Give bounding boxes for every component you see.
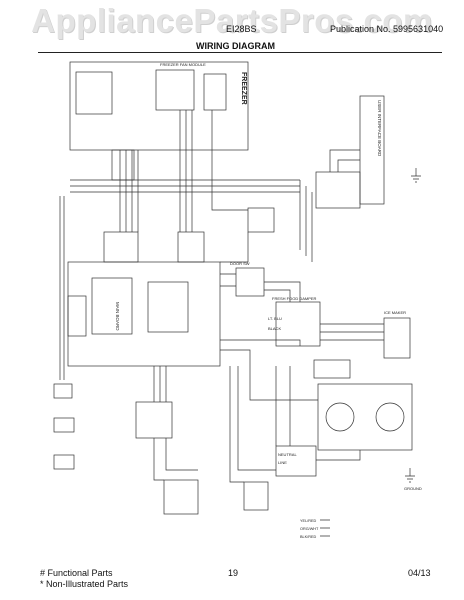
ground-icon bbox=[411, 168, 421, 183]
left-connector-1 bbox=[53, 383, 73, 399]
header-rule bbox=[38, 52, 442, 53]
ice-maker-harness bbox=[313, 359, 351, 379]
damper-connector bbox=[247, 207, 275, 233]
legend-functional-parts: # Functional Parts bbox=[40, 568, 113, 578]
wire-main-down bbox=[153, 366, 167, 402]
page-title: WIRING DIAGRAM bbox=[196, 41, 275, 51]
ground-label: GROUND bbox=[404, 486, 422, 491]
black-wire-label: BLACK bbox=[268, 326, 281, 331]
wire-terminal-light bbox=[316, 450, 361, 461]
wire-harness-top bbox=[70, 179, 300, 193]
legend-non-illustrated-parts: * Non-Illustrated Parts bbox=[40, 579, 129, 589]
left-connector-3 bbox=[53, 454, 75, 470]
main-board-label: MAIN BOARD bbox=[115, 302, 120, 331]
door-switch-label: DOOR SW bbox=[230, 261, 250, 266]
wire-ui-board bbox=[329, 149, 360, 172]
wire-power-path bbox=[229, 366, 276, 483]
ice-maker-label: ICE MAKER bbox=[384, 310, 406, 315]
page-number: 19 bbox=[228, 568, 239, 578]
wire-neutral-drop bbox=[275, 366, 291, 446]
wire-switch-damper bbox=[264, 281, 301, 302]
wire-yel-red-label: YEL/RED bbox=[300, 519, 317, 523]
wire-harness-right-drop bbox=[299, 180, 313, 262]
revision-date: 04/13 bbox=[408, 568, 431, 578]
wire-sensor-to-damper bbox=[211, 110, 248, 211]
harness-connector-left bbox=[103, 231, 139, 263]
wire-blk-red-label: BLK/RED bbox=[300, 535, 317, 539]
model-number: EI28BS bbox=[226, 24, 257, 34]
wire-lower-fan bbox=[153, 438, 198, 481]
watermark: AppliancePartsPros.com bbox=[31, 2, 433, 39]
wire-main-right bbox=[220, 232, 249, 287]
freezer-label: FREEZER bbox=[240, 72, 247, 105]
led-light-board bbox=[317, 383, 413, 451]
wire-org-wht-label: ORG/WHT bbox=[300, 527, 319, 531]
wire-freezer-down bbox=[119, 150, 139, 232]
main-board-connector-left bbox=[91, 277, 133, 335]
ground-icon bbox=[405, 468, 415, 483]
freezer-sensor-block bbox=[203, 73, 227, 111]
freezer-fan-motor bbox=[111, 149, 135, 181]
power-cord-block bbox=[243, 481, 269, 511]
ui-connector-block bbox=[315, 171, 361, 209]
ice-maker-connector bbox=[383, 317, 411, 359]
wire-fan-down bbox=[179, 110, 193, 232]
led-lamp-left bbox=[325, 402, 355, 432]
freezer-fan-module bbox=[155, 69, 195, 111]
line-label: LINE bbox=[278, 460, 287, 465]
left-connector-2 bbox=[53, 417, 75, 433]
publication-number: Publication No. 5995631040 bbox=[330, 24, 444, 34]
neutral-line-terminal bbox=[275, 445, 317, 477]
harness-connector-right bbox=[177, 231, 205, 263]
freezer-light-module bbox=[75, 71, 113, 115]
wire-tail-stubs bbox=[320, 519, 330, 537]
door-switch-block bbox=[235, 267, 265, 297]
lower-harness-block bbox=[135, 401, 173, 439]
wire-left-bus bbox=[59, 196, 65, 380]
light-blue-label: LT. BLU bbox=[268, 316, 282, 321]
main-board bbox=[67, 261, 221, 367]
fan-motor-lower bbox=[163, 479, 199, 515]
fresh-food-damper bbox=[275, 301, 321, 347]
neutral-label: NEUTRAL bbox=[278, 452, 297, 457]
left-connector-strip bbox=[67, 295, 87, 337]
freezer-fan-label: FREEZER FAN MODULE bbox=[160, 62, 206, 67]
main-board-connector-right bbox=[147, 281, 189, 333]
freezer-compartment-outline bbox=[69, 61, 249, 151]
wire-damper-ice bbox=[320, 323, 384, 341]
damper-label: FRESH FOOD DAMPER bbox=[272, 296, 317, 301]
led-lamp-right bbox=[375, 402, 405, 432]
ui-board-label: USER INTERFACE BOARD bbox=[377, 100, 382, 157]
wire-main-to-light bbox=[220, 339, 318, 401]
